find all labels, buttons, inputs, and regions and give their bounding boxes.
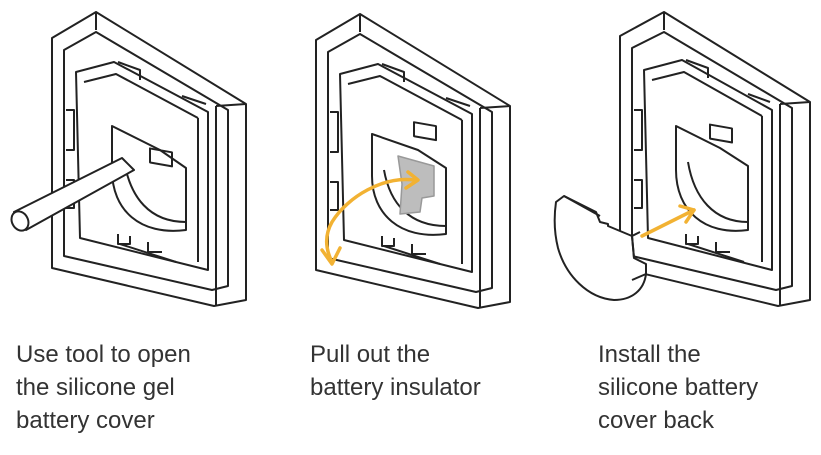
step-1-panel: Use tool to open the silicone gel batter… [0,0,270,455]
caption-line: battery insulator [310,374,481,401]
step-2-panel: Pull out the battery insulator [288,0,558,455]
step-1-illustration [10,11,247,307]
caption-line: the silicone gel [16,374,175,401]
step-2-caption: Pull out the battery insulator [310,338,481,404]
insert-arrow-icon [640,204,696,238]
step-3-caption: Install the silicone battery cover back [598,338,758,437]
caption-line: Install the [598,341,701,368]
caption-line: silicone battery [598,374,759,401]
step-1-caption: Use tool to open the silicone gel batter… [16,338,191,437]
device-frame-icon [51,11,247,307]
device-frame-icon [619,11,811,307]
caption-line: Pull out the [310,341,431,368]
step-3-illustration [553,11,811,307]
caption-line: Use tool to open [16,341,191,368]
tool-rod-icon [10,157,135,232]
caption-line: battery cover [16,407,155,434]
silicone-cover-icon [553,195,647,301]
pull-arrow-icon [320,170,420,266]
step-2-illustration [315,13,511,309]
step-3-panel: Install the silicone battery cover back [548,0,818,455]
battery-insulator-icon [397,155,435,215]
caption-line: cover back [598,407,715,434]
